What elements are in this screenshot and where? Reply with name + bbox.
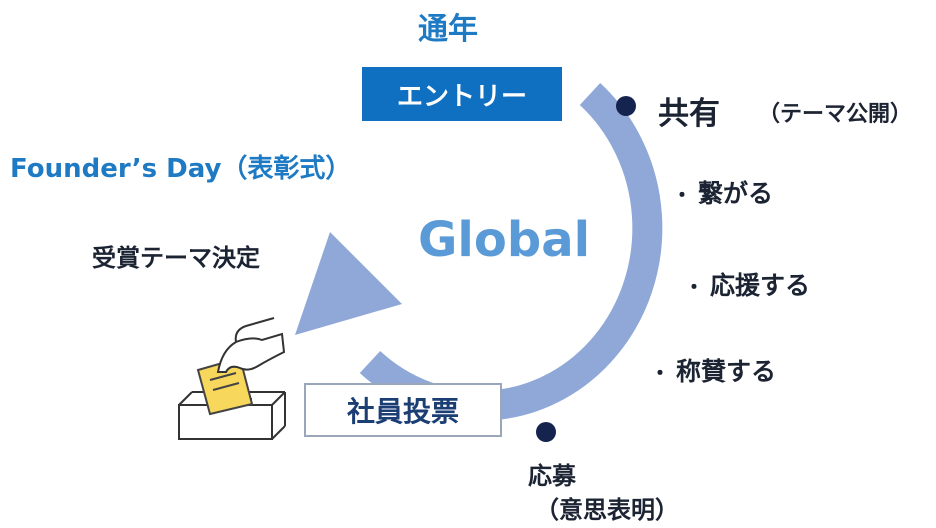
ballot-box-icon [178, 317, 286, 440]
share-sub-label: （テーマ公開） [758, 102, 913, 127]
bullet: ・ [650, 361, 670, 385]
step-connect: ・繋がる [672, 174, 773, 210]
employee-vote-box: 社員投票 [304, 383, 502, 437]
apply-sub-label: （意思表明） [535, 496, 679, 524]
step-label: 称賛する [676, 357, 777, 386]
award-decision-label: 受賞テーマ決定 [92, 244, 260, 272]
share-label: 共有 [658, 96, 720, 132]
entry-box: エントリー [362, 67, 562, 121]
bullet: ・ [672, 183, 692, 207]
bullet: ・ [684, 275, 704, 299]
center-label: Global [418, 212, 591, 268]
apply-label: 応募 [528, 462, 576, 490]
employee-vote-label: 社員投票 [346, 395, 459, 428]
share-dot [616, 96, 636, 116]
entry-label: エントリー [396, 81, 527, 112]
apply-dot [536, 422, 556, 442]
step-support: ・応援する [684, 266, 810, 302]
step-praise: ・称賛する [650, 352, 776, 388]
step-label: 応援する [710, 271, 811, 300]
cycle-arrow-head [295, 232, 402, 335]
founders-day-label: Founder’s Day（表彰式） [10, 154, 352, 184]
season-label: 通年 [418, 12, 478, 47]
step-label: 繋がる [698, 179, 774, 208]
